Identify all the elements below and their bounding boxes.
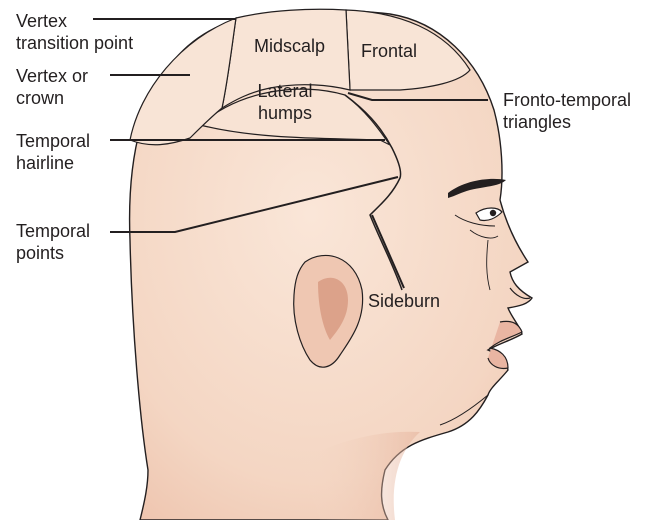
label-fronto-temporal: Fronto-temporal triangles — [503, 89, 631, 133]
label-vertex-transition: Vertex transition point — [16, 10, 133, 54]
label-midscalp: Midscalp — [254, 35, 325, 57]
label-lateral-humps: Lateral humps — [250, 80, 320, 124]
label-frontal: Frontal — [361, 40, 417, 62]
pupil — [490, 210, 496, 216]
label-sideburn: Sideburn — [368, 290, 440, 312]
label-vertex-crown: Vertex or crown — [16, 65, 88, 109]
label-temporal-hairline: Temporal hairline — [16, 130, 90, 174]
label-temporal-points: Temporal points — [16, 220, 90, 264]
